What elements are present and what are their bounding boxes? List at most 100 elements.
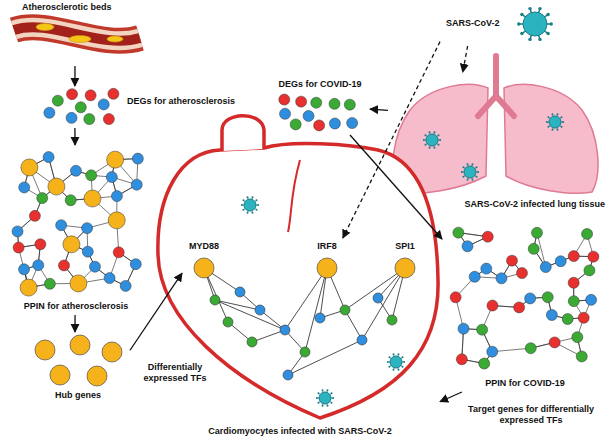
virus-spike-tip — [439, 139, 441, 141]
gene-circle — [586, 294, 597, 305]
gene-circle — [75, 102, 86, 113]
virus-icon — [316, 389, 334, 406]
figure-panel: SARS-CoV-2 — [440, 2, 560, 46]
virus-spike-tip — [242, 209, 244, 211]
gene-circle — [576, 351, 587, 362]
gene-circle — [300, 347, 310, 357]
virus-body — [426, 134, 438, 146]
gene-circle — [21, 159, 38, 176]
dashed-arrow — [343, 42, 440, 238]
virus-spike-tip — [461, 171, 463, 173]
gene-circle — [373, 293, 383, 303]
virus-spike-tip — [392, 353, 394, 355]
virus-spike-tip — [246, 196, 248, 198]
hub-gene-circle — [87, 366, 107, 386]
virus-icon — [517, 7, 553, 41]
virus-spike-tip — [321, 405, 323, 407]
figure-panel: PPIN for COVID-19 — [442, 222, 608, 392]
virus-spike-tip — [466, 179, 468, 181]
gene-circle — [555, 256, 566, 267]
arrow-label: Target genes for differentially expresse… — [452, 404, 610, 426]
panel-label: SARS-CoV-2 infected lung tissue — [464, 199, 605, 210]
figure-panel: SARS-CoV-2 infected lung tissue — [388, 72, 608, 214]
arrow — [74, 128, 75, 145]
virus-spike-tip — [241, 204, 243, 206]
figure-panel: Hub genes — [20, 332, 130, 405]
gene-circle — [35, 239, 46, 250]
virus-spike-tip — [327, 405, 329, 407]
virus-spike-tip — [434, 131, 436, 133]
virus-spike-tip — [252, 196, 254, 198]
virus-spike-tip — [242, 199, 244, 201]
gene-circle — [84, 190, 101, 207]
virus-spike-tip — [398, 369, 400, 371]
virus-spike-tip — [424, 134, 426, 136]
figure-panel: Atherosclerotic beds — [5, 0, 145, 66]
trachea — [478, 56, 514, 116]
virus-spike-tip — [476, 166, 478, 168]
gene-label: IRF8 — [317, 241, 337, 252]
virus-spike-tip — [246, 212, 248, 214]
virus-spike-tip — [549, 22, 552, 25]
gene-circle — [82, 223, 93, 234]
virus-spike-tip — [257, 204, 259, 206]
gene-circle — [329, 98, 340, 109]
virus-spike-tip — [520, 32, 523, 35]
virus-body — [549, 116, 561, 128]
arrow — [440, 392, 462, 402]
panel-label: PPIN for COVID-19 — [485, 378, 565, 389]
virus-spike-tip — [438, 134, 440, 136]
gene-node: IRF8 — [305, 238, 349, 282]
virus-body — [523, 12, 547, 36]
gene-label: MYD88 — [189, 241, 219, 252]
virus-spike-tip — [472, 163, 474, 165]
gene-circle — [235, 287, 245, 297]
gene-circle — [584, 265, 595, 276]
virus-spike-tip — [538, 38, 541, 41]
virus-spike-tip — [256, 199, 258, 201]
panel-label: Hub genes — [55, 390, 101, 401]
hub-gene-circle — [70, 335, 90, 355]
gene-circle — [311, 97, 322, 108]
virus-spike-tip — [561, 116, 563, 118]
figure-panel: Cardiomyocytes infected with SARS-CoV-2M… — [150, 92, 440, 440]
gene-circle — [562, 313, 573, 324]
virus-spike-tip — [316, 397, 318, 399]
panel-label: SARS-CoV-2 — [446, 18, 500, 29]
virus-spike-tip — [546, 121, 548, 123]
gene-circle — [108, 212, 125, 229]
gene-circle — [63, 236, 80, 253]
virus-spike-tip — [528, 38, 531, 41]
virus-spike-tip — [403, 361, 405, 363]
dashed-arrow — [463, 46, 468, 72]
figure-panel: DEGs for atherosclerosis — [35, 86, 245, 128]
gene-circle — [279, 94, 290, 105]
gene-circle — [458, 323, 469, 334]
gene-circle — [13, 242, 24, 253]
figure-panel: PPIN for atherosclerosis — [5, 145, 148, 315]
arrow — [74, 315, 75, 332]
virus-icon — [546, 113, 564, 130]
arrow — [350, 135, 442, 239]
virus-spike-tip — [466, 163, 468, 165]
network-links — [456, 233, 594, 364]
gene-circle — [532, 227, 543, 238]
virus-spike-tip — [388, 356, 390, 358]
gene-circle — [578, 312, 589, 323]
gene-circle — [132, 153, 143, 164]
gene-label: SPI1 — [395, 241, 415, 252]
gene-circle — [280, 325, 290, 335]
panel-label: Atherosclerotic beds — [22, 2, 112, 13]
virus-spike-tip — [472, 179, 474, 181]
gene-circle — [568, 251, 579, 262]
gene-circle — [107, 151, 124, 168]
gene-circle — [70, 275, 87, 292]
gene-circle — [303, 110, 314, 121]
gene-circle — [210, 295, 220, 305]
virus-spike-tip — [252, 212, 254, 214]
gene-circle — [482, 231, 493, 242]
virus-spike-tip — [402, 356, 404, 358]
gene-circle — [37, 193, 48, 204]
gene-circle — [19, 264, 30, 275]
